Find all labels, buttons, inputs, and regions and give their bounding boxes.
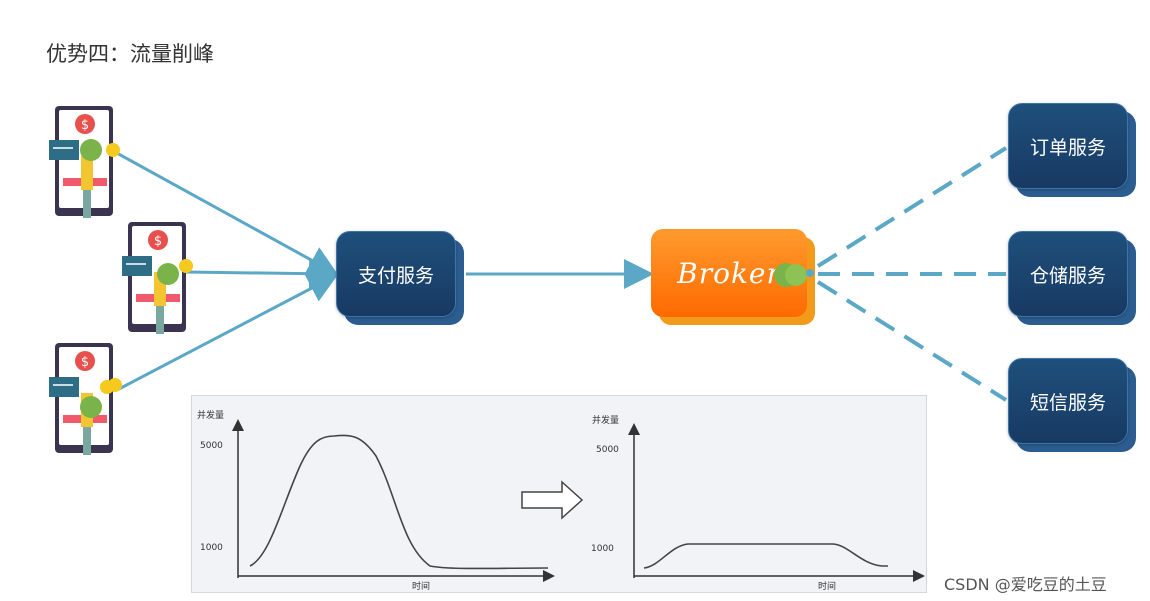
chart-after-ylabel: 并发量 [592,414,619,426]
broker-connector-icon [774,263,814,287]
arrow-user2-to-payment [184,258,339,289]
dashed-broker-to-sms [816,280,1008,402]
charts-svg: 并发量 5000 1000 时间 并发量 5000 1000 时间 [197,409,925,592]
order-service-node: 订单服务 [1008,103,1136,197]
chart-after: 并发量 5000 1000 时间 [591,414,925,592]
chart-after-line [643,543,888,569]
chart-panel: 并发量 5000 1000 时间 并发量 5000 1000 时间 [191,395,927,593]
storage-service-label: 仓储服务 [1008,231,1128,317]
watermark: CSDN @爱吃豆的土豆 [944,575,1107,594]
svg-text:$: $ [81,355,89,370]
dashed-broker-to-order [816,146,1008,268]
user-phone-icon: $ [122,222,193,334]
chart-before-ytick-5000: 5000 [200,441,223,451]
chart-before-line [249,434,549,570]
chart-after-ytick-5000: 5000 [596,445,619,455]
sms-service-label: 短信服务 [1008,358,1128,444]
storage-service-node: 仓储服务 [1008,231,1136,325]
chart-before-ylabel: 并发量 [197,409,224,421]
chart-after-ytick-1000: 1000 [591,544,614,554]
chart-after-xlabel: 时间 [818,580,836,592]
transition-arrow-icon [521,480,584,520]
chart-before: 并发量 5000 1000 时间 [197,409,555,592]
svg-text:$: $ [154,234,162,249]
page-title: 优势四：流量削峰 [46,42,214,66]
sms-service-node: 短信服务 [1008,358,1136,452]
chart-before-ytick-1000: 1000 [200,543,223,553]
user-phone-icon: $ [49,106,120,218]
arrow-user3-to-payment [116,274,339,392]
chart-before-xlabel: 时间 [412,580,430,592]
payment-service-label: 支付服务 [336,231,456,317]
user-phone-icon: $ [49,343,122,455]
order-service-label: 订单服务 [1008,103,1128,189]
svg-text:$: $ [81,118,89,133]
arrow-user1-to-payment [114,150,339,275]
payment-service-node: 支付服务 [336,231,464,325]
